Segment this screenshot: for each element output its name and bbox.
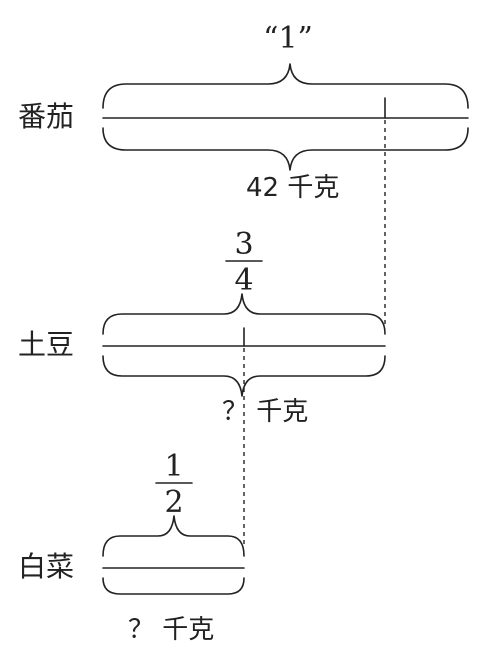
tomato-value-label: 42 千克	[246, 173, 339, 203]
potato-bottom-brace	[102, 355, 386, 397]
potato-fraction-numerator: 3	[234, 227, 253, 262]
cabbage-fraction-numerator: 1	[164, 449, 183, 484]
cabbage-top-brace	[102, 515, 245, 557]
tomato-label: 番茄	[18, 100, 74, 133]
tomato-top-brace	[102, 63, 469, 109]
tomato-bottom-brace	[102, 127, 469, 171]
whole-unit-label: “1”	[263, 21, 313, 56]
potato-value-label: ？ 千克	[222, 397, 308, 427]
potato-fraction-denominator: 4	[234, 263, 253, 298]
cabbage-fraction-denominator: 2	[164, 485, 183, 520]
potato-label: 土豆	[18, 328, 74, 361]
potato-top-brace	[102, 293, 386, 335]
cabbage-bottom-brace	[102, 577, 245, 595]
cabbage-label: 白菜	[18, 550, 74, 583]
cabbage-value-label: ？ 千克	[128, 615, 214, 645]
